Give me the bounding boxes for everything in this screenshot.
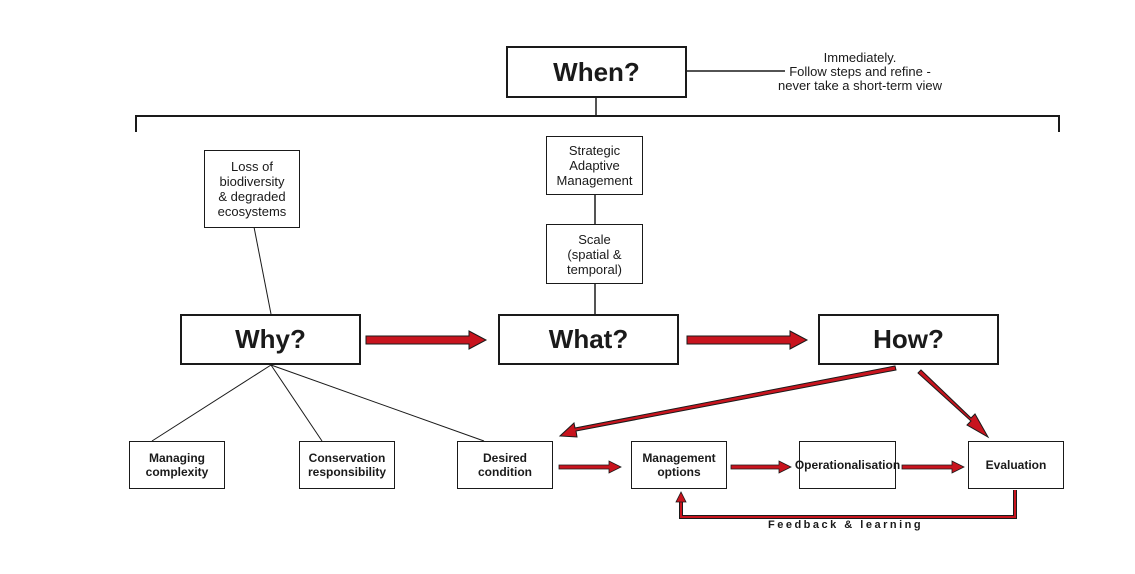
feedback-learning-label: Feedback & learning — [768, 519, 924, 531]
why-box: Why? — [180, 314, 361, 365]
arrow-how-desired — [558, 365, 897, 438]
when-box: When? — [506, 46, 687, 98]
desired-condition-box: Desired condition — [457, 441, 553, 489]
how-box: How? — [818, 314, 999, 365]
arrow-options-operational — [730, 460, 792, 474]
strategic-adaptive-management-box: Strategic Adaptive Management — [546, 136, 643, 195]
operationalisation-box: Operationalisation — [795, 441, 900, 489]
arrow-how-evaluation — [917, 369, 990, 439]
when-note: Immediately. Follow steps and refine - n… — [777, 50, 942, 93]
scale-box: Scale (spatial & temporal) — [546, 224, 643, 284]
managing-complexity-box: Managing complexity — [129, 441, 225, 489]
arrow-operational-evaluation — [901, 460, 965, 474]
what-box: What? — [498, 314, 679, 365]
why-to-desired — [270, 364, 485, 442]
loss-to-why — [253, 226, 272, 315]
arrow-desired-options — [558, 460, 622, 474]
why-to-conservation — [270, 364, 323, 442]
arrow-what-how — [686, 330, 809, 350]
top-bracket — [135, 115, 1060, 132]
arrow-why-what — [365, 330, 488, 350]
loss-of-biodiversity-box: Loss of biodiversity & degraded ecosyste… — [204, 150, 300, 228]
feedback-loop-arrow — [675, 490, 1017, 519]
why-to-managing — [151, 364, 272, 442]
evaluation-box: Evaluation — [968, 441, 1064, 489]
conservation-responsibility-box: Conservation responsibility — [299, 441, 395, 489]
management-options-box: Management options — [631, 441, 727, 489]
